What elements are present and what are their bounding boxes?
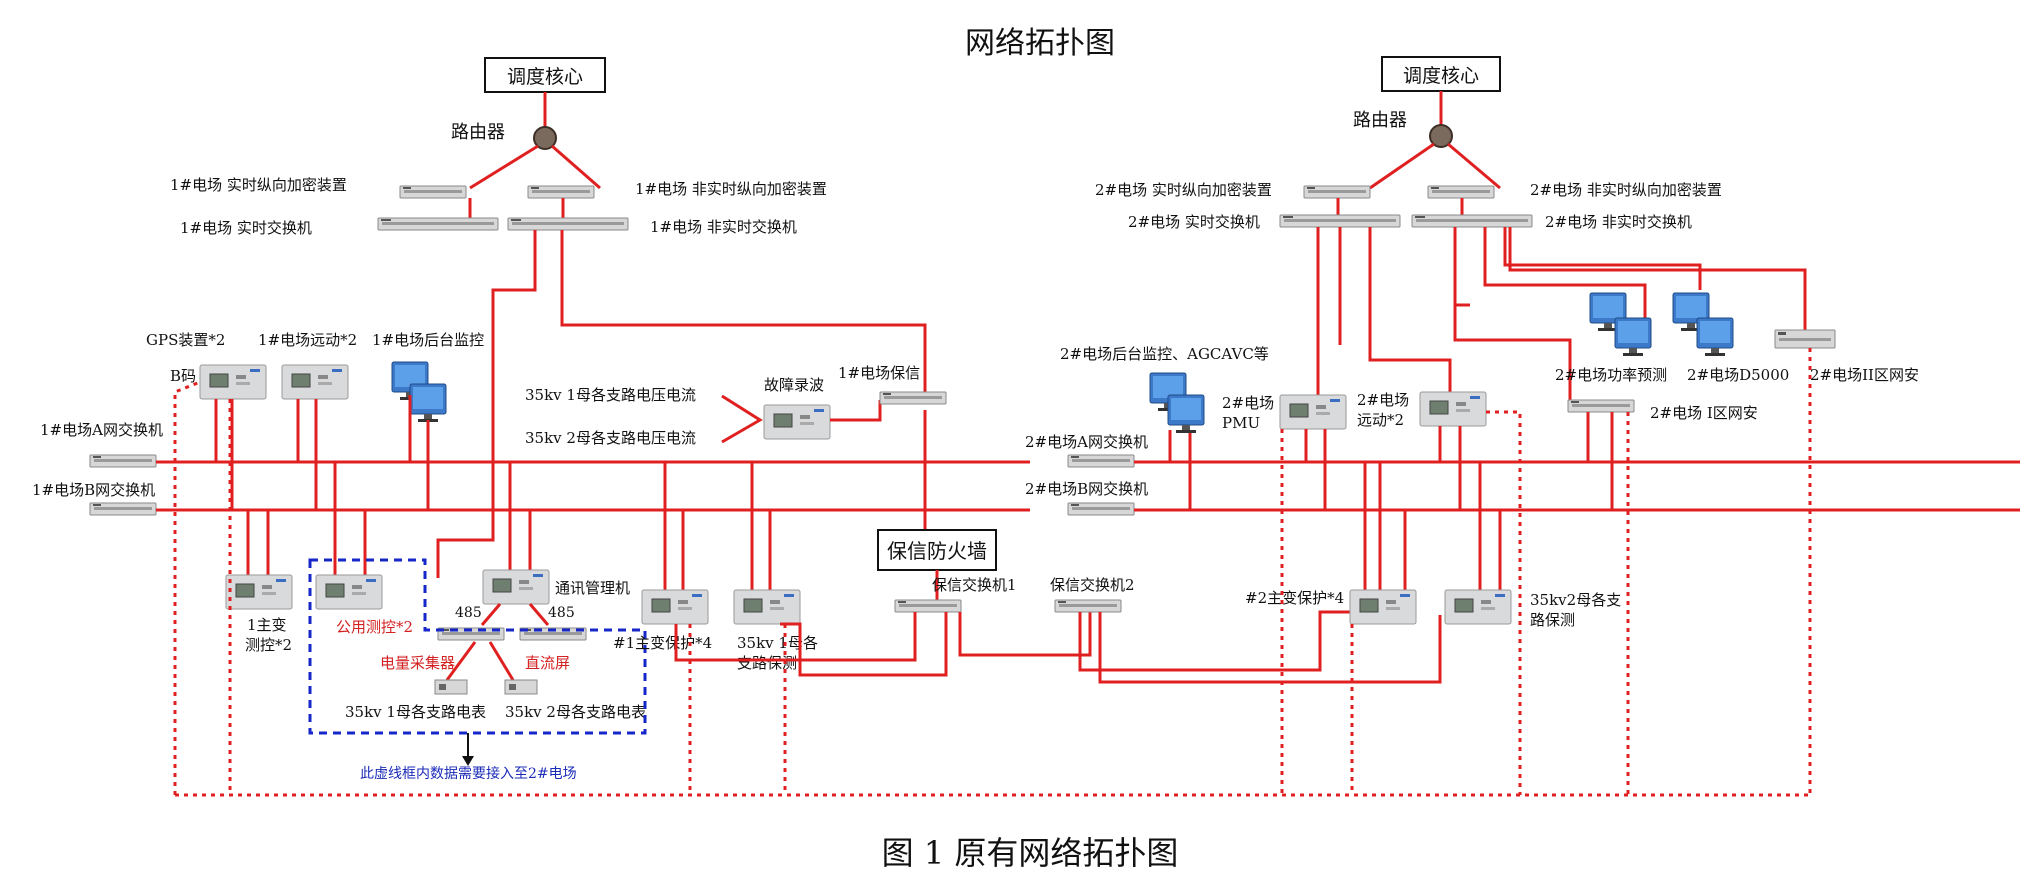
s1-main-tx-protect-label: #1主变保护*4 [613, 634, 712, 652]
s1-realtime-switch-label: 1#电场 实时交换机 [180, 219, 312, 237]
s2-realtime-encrypt-label: 2#电场 实时纵向加密装置 [1095, 181, 1272, 199]
s1-energy-collector-label: 电量采集器 [380, 654, 455, 672]
firewall-box [877, 529, 997, 571]
s2-telecontrol-label-1: 2#电场 [1357, 391, 1409, 409]
s2-bus2-branch-protect-label-2: 路保测 [1530, 611, 1575, 629]
s1-net-b-switch [89, 502, 157, 516]
s1-backend-monitor-icon-2 [409, 383, 447, 423]
s2-nonrealtime-switch-label: 2#电场 非实时交换机 [1545, 213, 1692, 231]
s1-bus1-meter-label: 35kv 1母各支路电表 [345, 703, 486, 721]
s1-gps-device [199, 364, 267, 400]
s2-main-tx-protect-device [1349, 589, 1417, 625]
s1-net-b-label: 1#电场B网交换机 [32, 481, 155, 499]
s1-bus1-branch-protect-label-1: 35kv 1母各 [737, 634, 818, 652]
s1-bus1-vi-label: 35kv 1母各支路电压电流 [525, 386, 696, 404]
s2-telecontrol-device [1419, 391, 1487, 427]
s1-bus1-branch-protect-device [733, 589, 801, 625]
s2-forecast-monitor-icon-2 [1614, 317, 1652, 357]
note-arrow-icon [462, 756, 474, 766]
s2-bus2-branch-protect-label-1: 35kv2母各支 [1530, 591, 1621, 609]
s1-dc-panel-label: 直流屏 [525, 654, 570, 672]
s1-bus1-meter-device [434, 679, 468, 695]
firewall-label: 保信防火墙 [887, 539, 987, 563]
s1-router-icon [533, 126, 557, 150]
s1-bcode-label: B码 [170, 367, 196, 385]
s2-dispatch-core-label: 调度核心 [1403, 65, 1479, 87]
s1-realtime-encrypt-device [399, 185, 467, 199]
s2-pmu-label-2: PMU [1222, 414, 1260, 432]
s2-realtime-switch [1279, 214, 1401, 228]
s2-backend-monitor-icon-2 [1167, 394, 1205, 434]
s1-485-right-label: 485 [548, 605, 575, 621]
s1-nonrealtime-switch [507, 217, 629, 231]
s1-dispatch-core-label: 调度核心 [507, 66, 583, 88]
s1-main-tx-measure-label-1: 1主变 [247, 616, 287, 634]
s1-pi-switch-label: 保信交换机1 [932, 576, 1017, 594]
s1-router-label: 路由器 [451, 122, 505, 143]
figure-caption: 图 1 原有网络拓扑图 [882, 834, 1179, 872]
s1-telecontrol-device [281, 364, 349, 400]
s1-dashed-note: 此虚线框内数据需要接入至2#电场 [360, 765, 577, 782]
s2-main-tx-protect-label: #2主变保护*4 [1245, 589, 1344, 607]
s1-comm-manager-label: 通讯管理机 [555, 579, 630, 597]
s1-main-tx-protect-device [641, 589, 709, 625]
s2-net-b-switch [1067, 502, 1135, 516]
s1-main-tx-measure-device [225, 574, 293, 610]
s1-nonrealtime-encrypt-device [527, 185, 595, 199]
s1-telecontrol-label: 1#电场远动*2 [258, 331, 357, 349]
s2-telecontrol-label-2: 远动*2 [1357, 411, 1404, 429]
s1-485-left-label: 485 [455, 605, 482, 621]
diagram-title: 网络拓扑图 [965, 26, 1115, 61]
s1-gps-label: GPS装置*2 [146, 331, 225, 349]
s1-dashed-frame [308, 558, 647, 735]
s2-router-label: 路由器 [1353, 110, 1407, 131]
s1-public-measure-device [315, 574, 383, 610]
s1-nonrealtime-switch-label: 1#电场 非实时交换机 [650, 218, 797, 236]
s1-public-measure-label: 公用测控*2 [336, 618, 413, 636]
s2-net-a-label: 2#电场A网交换机 [1025, 433, 1148, 451]
s2-zone1-security-device [1567, 399, 1635, 413]
s2-d5000-label: 2#电场D5000 [1687, 366, 1789, 384]
s1-net-a-label: 1#电场A网交换机 [40, 421, 163, 439]
s2-zone1-security-label: 2#电场 I区网安 [1650, 404, 1758, 422]
s1-main-tx-measure-label-2: 测控*2 [245, 636, 292, 654]
s2-realtime-encrypt-device [1303, 185, 1371, 199]
s2-net-b-label: 2#电场B网交换机 [1025, 480, 1148, 498]
s1-net-a-switch [89, 454, 157, 468]
s2-nonrealtime-encrypt-device [1427, 185, 1495, 199]
s2-d5000-monitor-icon-2 [1696, 317, 1734, 357]
s2-pi-switch-label: 保信交换机2 [1050, 576, 1135, 594]
s2-dispatch-core-box [1381, 56, 1501, 92]
s2-nonrealtime-switch [1411, 214, 1533, 228]
s1-pi-switch [894, 599, 962, 613]
s2-router-icon [1429, 124, 1453, 148]
s2-backend-label: 2#电场后台监控、AGCAVC等 [1060, 345, 1269, 363]
s1-realtime-switch [377, 217, 499, 231]
s2-power-forecast-label: 2#电场功率预测 [1555, 366, 1667, 384]
s1-protection-info-device [879, 391, 947, 405]
s1-fault-recorder-label: 故障录波 [764, 376, 824, 394]
s2-pmu-device [1279, 394, 1347, 430]
s1-backend-label: 1#电场后台监控 [372, 331, 484, 349]
s1-protection-info-label: 1#电场保信 [838, 364, 920, 382]
s2-zone2-security-label: 2#电场II区网安 [1810, 366, 1919, 384]
s2-bus2-branch-protect-device [1444, 589, 1512, 625]
s1-bus2-meter-label: 35kv 2母各支路电表 [505, 703, 646, 721]
s1-bus1-branch-protect-label-2: 支路保测 [737, 654, 797, 672]
s2-zone2-security-device [1774, 329, 1836, 349]
s2-pi-switch [1054, 599, 1122, 613]
s2-pmu-label-1: 2#电场 [1222, 394, 1274, 412]
s1-bus2-meter-device [504, 679, 538, 695]
s2-realtime-switch-label: 2#电场 实时交换机 [1128, 213, 1260, 231]
s1-fault-recorder-device [763, 404, 831, 440]
s1-realtime-encrypt-label: 1#电场 实时纵向加密装置 [170, 176, 347, 194]
s1-dispatch-core-box [484, 57, 606, 93]
s1-bus2-vi-label: 35kv 2母各支路电压电流 [525, 429, 696, 447]
s2-nonrealtime-encrypt-label: 2#电场 非实时纵向加密装置 [1530, 181, 1722, 199]
s2-net-a-switch [1067, 454, 1135, 468]
s1-comm-manager-device [482, 569, 550, 605]
s1-nonrealtime-encrypt-label: 1#电场 非实时纵向加密装置 [635, 180, 827, 198]
